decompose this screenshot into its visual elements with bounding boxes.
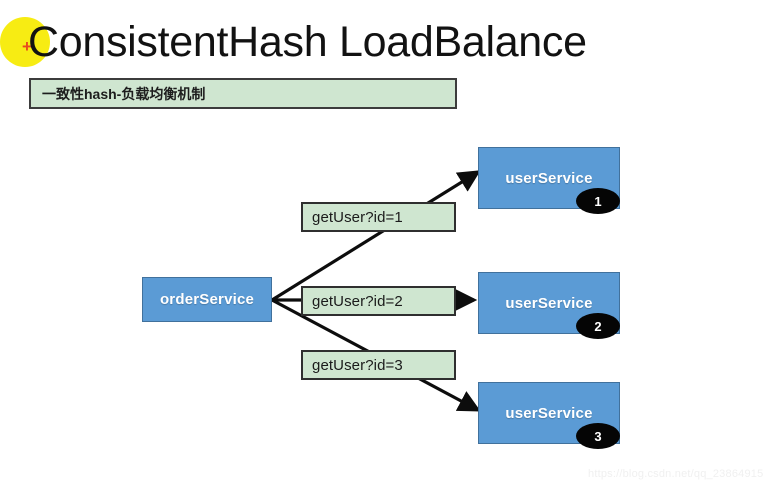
node-user-service-3-badge: 3 [576,423,620,449]
edge-label-get-user-1[interactable]: getUser?id=1 [301,202,456,232]
edge-label-get-user-2-text: getUser?id=2 [312,292,403,310]
plus-marker-icon: + [22,37,32,56]
node-user-service-2-badge-text: 2 [594,318,602,334]
node-user-service-3-badge-text: 3 [594,428,602,444]
node-order-service[interactable]: orderService [142,277,272,322]
node-user-service-1-label: userService [505,169,593,187]
subtitle-text: 一致性hash-负载均衡机制 [42,86,206,102]
node-user-service-3[interactable]: userService [478,382,620,444]
node-user-service-1[interactable]: userService [478,147,620,209]
node-user-service-2-badge: 2 [576,313,620,339]
subtitle-box: 一致性hash-负载均衡机制 [29,78,457,109]
edge-label-get-user-3[interactable]: getUser?id=3 [301,350,456,380]
edge-label-get-user-1-text: getUser?id=1 [312,208,403,226]
node-order-service-label: orderService [159,291,255,308]
page-title: ConsistentHash LoadBalance [28,18,587,66]
edge-label-get-user-2[interactable]: getUser?id=2 [301,286,456,316]
node-user-service-3-label: userService [505,404,593,422]
node-user-service-1-badge-text: 1 [594,193,602,209]
node-user-service-2-label: userService [505,294,593,312]
node-user-service-1-badge: 1 [576,188,620,214]
watermark: https://blog.csdn.net/qq_23864915 [588,468,764,480]
edge-label-get-user-3-text: getUser?id=3 [312,356,403,374]
edge-line-1 [271,170,481,302]
highlight-dot [0,17,50,67]
